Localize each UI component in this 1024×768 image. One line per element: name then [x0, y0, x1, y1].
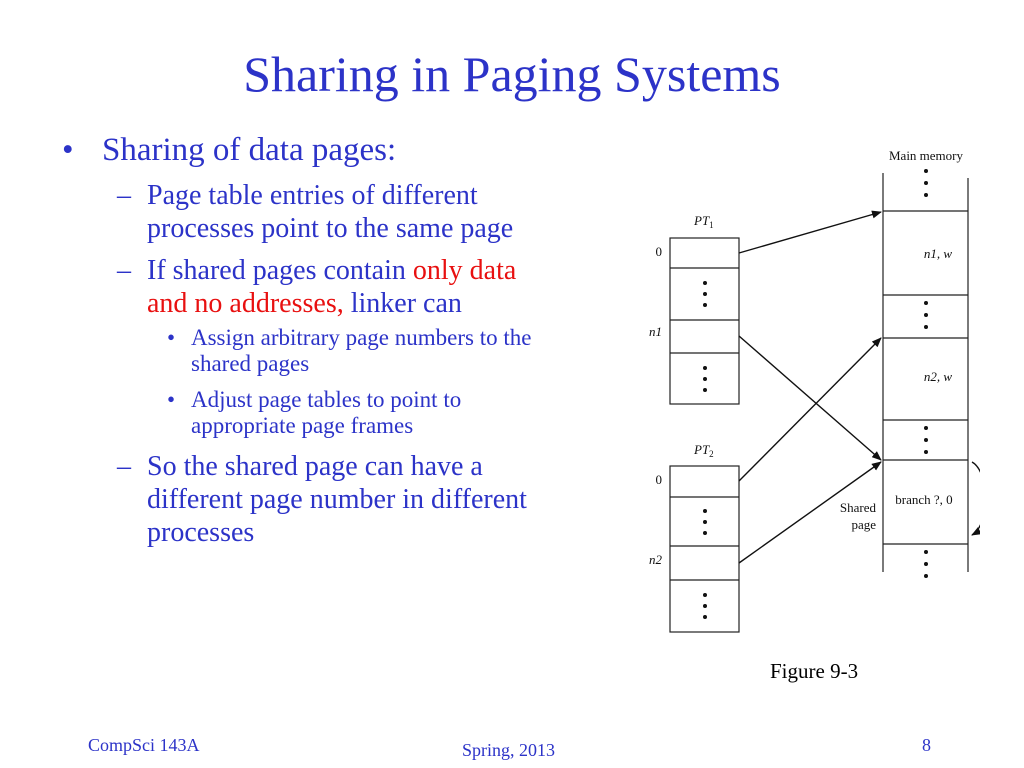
frame-branch-label: branch ?, 0	[895, 492, 952, 507]
main-memory-label: Main memory	[889, 148, 964, 163]
footer-page-number: 8	[922, 735, 931, 755]
shared-label-line1: Shared	[840, 500, 877, 515]
sub-bullet-line: processes	[147, 517, 255, 548]
sub-bullet-line: different page number in different	[147, 484, 527, 515]
bullet-marker: •	[167, 387, 176, 412]
ellipsis-dots	[703, 509, 707, 619]
ellipsis-dots	[924, 169, 928, 578]
frame-n1w-label: n1, w	[924, 246, 953, 261]
main-memory-column	[882, 173, 969, 572]
dash-marker: –	[117, 255, 131, 286]
page-table-1	[669, 237, 740, 405]
pt1-row-0-label: 0	[656, 244, 663, 259]
pt2-row-n2-label: n2	[649, 552, 663, 567]
sub-bullet-line: and no addresses, linker can	[147, 287, 462, 320]
slide-title: Sharing in Paging Systems	[243, 46, 781, 102]
sub-bullet-shared-pages: – If shared pages contain only data and …	[117, 254, 617, 324]
sub-sub-bullet-line: appropriate page frames	[191, 413, 414, 438]
figure-caption: Figure 9-3	[770, 659, 859, 683]
sub-sub-bullet-line: Adjust page tables to point to	[191, 387, 462, 412]
sub-sub-bullet-line: Assign arbitrary page numbers to the	[191, 325, 532, 350]
sub-sub-bullet-line: shared pages	[191, 351, 310, 376]
sub-bullet-line: processes point to the same page	[147, 213, 514, 244]
sub-bullet-page-table-entries: – Page table entries of different proces…	[117, 179, 617, 249]
text-highlight: and no addresses,	[147, 288, 344, 319]
sub-bullet-line: Page table entries of different	[147, 180, 478, 211]
arrow-pt1-0-to-n1w	[738, 210, 882, 254]
pt2-label: PT2	[693, 442, 714, 459]
page-table-2	[669, 465, 740, 633]
frame-n2w-label: n2, w	[924, 369, 953, 384]
bullet-marker: •	[62, 132, 74, 168]
pt2-row-0-label: 0	[656, 472, 663, 487]
dash-marker: –	[117, 180, 131, 211]
mapping-arrows	[738, 210, 882, 564]
sub-bullet-line: If shared pages contain only data	[147, 254, 516, 287]
bullet-marker: •	[167, 325, 176, 350]
arrow-pt1-n1-to-shared	[738, 335, 882, 461]
arrow-pt2-n2-to-shared	[738, 461, 882, 564]
pt1-row-n1-label: n1	[649, 324, 662, 339]
text-highlight: only data	[412, 255, 517, 286]
sub-sub-bullet-assign: • Assign arbitrary page numbers to the s…	[167, 325, 617, 379]
arrow-pt2-0-to-n2w	[738, 337, 882, 482]
bullet-text: Sharing of data pages:	[102, 132, 397, 168]
sub-bullet-different-page-number: – So the shared page can have a differen…	[117, 450, 617, 550]
sub-bullet-line: So the shared page can have a	[147, 451, 483, 482]
shared-label-line2: page	[851, 517, 876, 532]
footer-term: Spring, 2013	[462, 740, 556, 760]
ellipsis-dots	[703, 281, 707, 392]
self-reference-arrow	[971, 461, 980, 536]
page-sharing-diagram: Main memory n1, w n2, w branch ?, 0 Shar…	[649, 148, 980, 633]
sub-sub-bullet-adjust: • Adjust page tables to point to appropr…	[167, 387, 617, 441]
pt1-label: PT1	[693, 213, 714, 230]
text-normal: linker can	[343, 288, 462, 319]
footer-course: CompSci 143A	[88, 735, 200, 755]
text-normal: If shared pages contain	[147, 255, 413, 286]
dash-marker: –	[117, 451, 131, 482]
